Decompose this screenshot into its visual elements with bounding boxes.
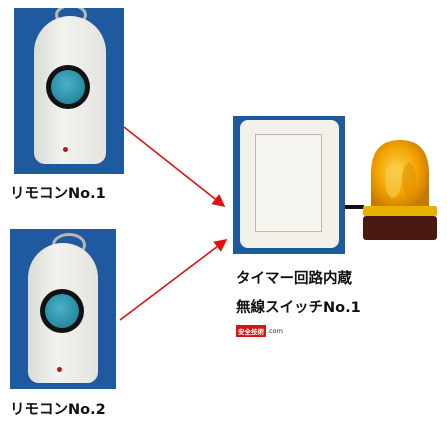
- module-label-line2: 無線スイッチNo.1: [236, 300, 361, 316]
- brand-domain: .com: [267, 327, 283, 335]
- remote-1-label: リモコンNo.1: [10, 186, 106, 202]
- wireless-switch-module-icon: [240, 120, 339, 248]
- warning-beacon-icon: [363, 140, 437, 240]
- remote-button: [46, 65, 90, 109]
- module-panel: [255, 134, 322, 232]
- remote-led: [63, 147, 68, 152]
- remote-2-label: リモコンNo.2: [10, 402, 106, 418]
- brand-logo-icon: 安全技術 .com: [236, 325, 283, 337]
- module-label-line1: タイマー回路内蔵: [236, 271, 352, 287]
- arrow-remote-1: [123, 126, 226, 207]
- arrow-remote-2: [119, 239, 228, 321]
- brand-name: 安全技術: [236, 325, 266, 337]
- remote-button: [40, 289, 84, 333]
- remote-control-1-photo: [14, 8, 124, 174]
- remote-control-2-photo: [10, 229, 116, 389]
- wireless-switch-photo: [233, 116, 345, 254]
- remote-led: [57, 367, 62, 372]
